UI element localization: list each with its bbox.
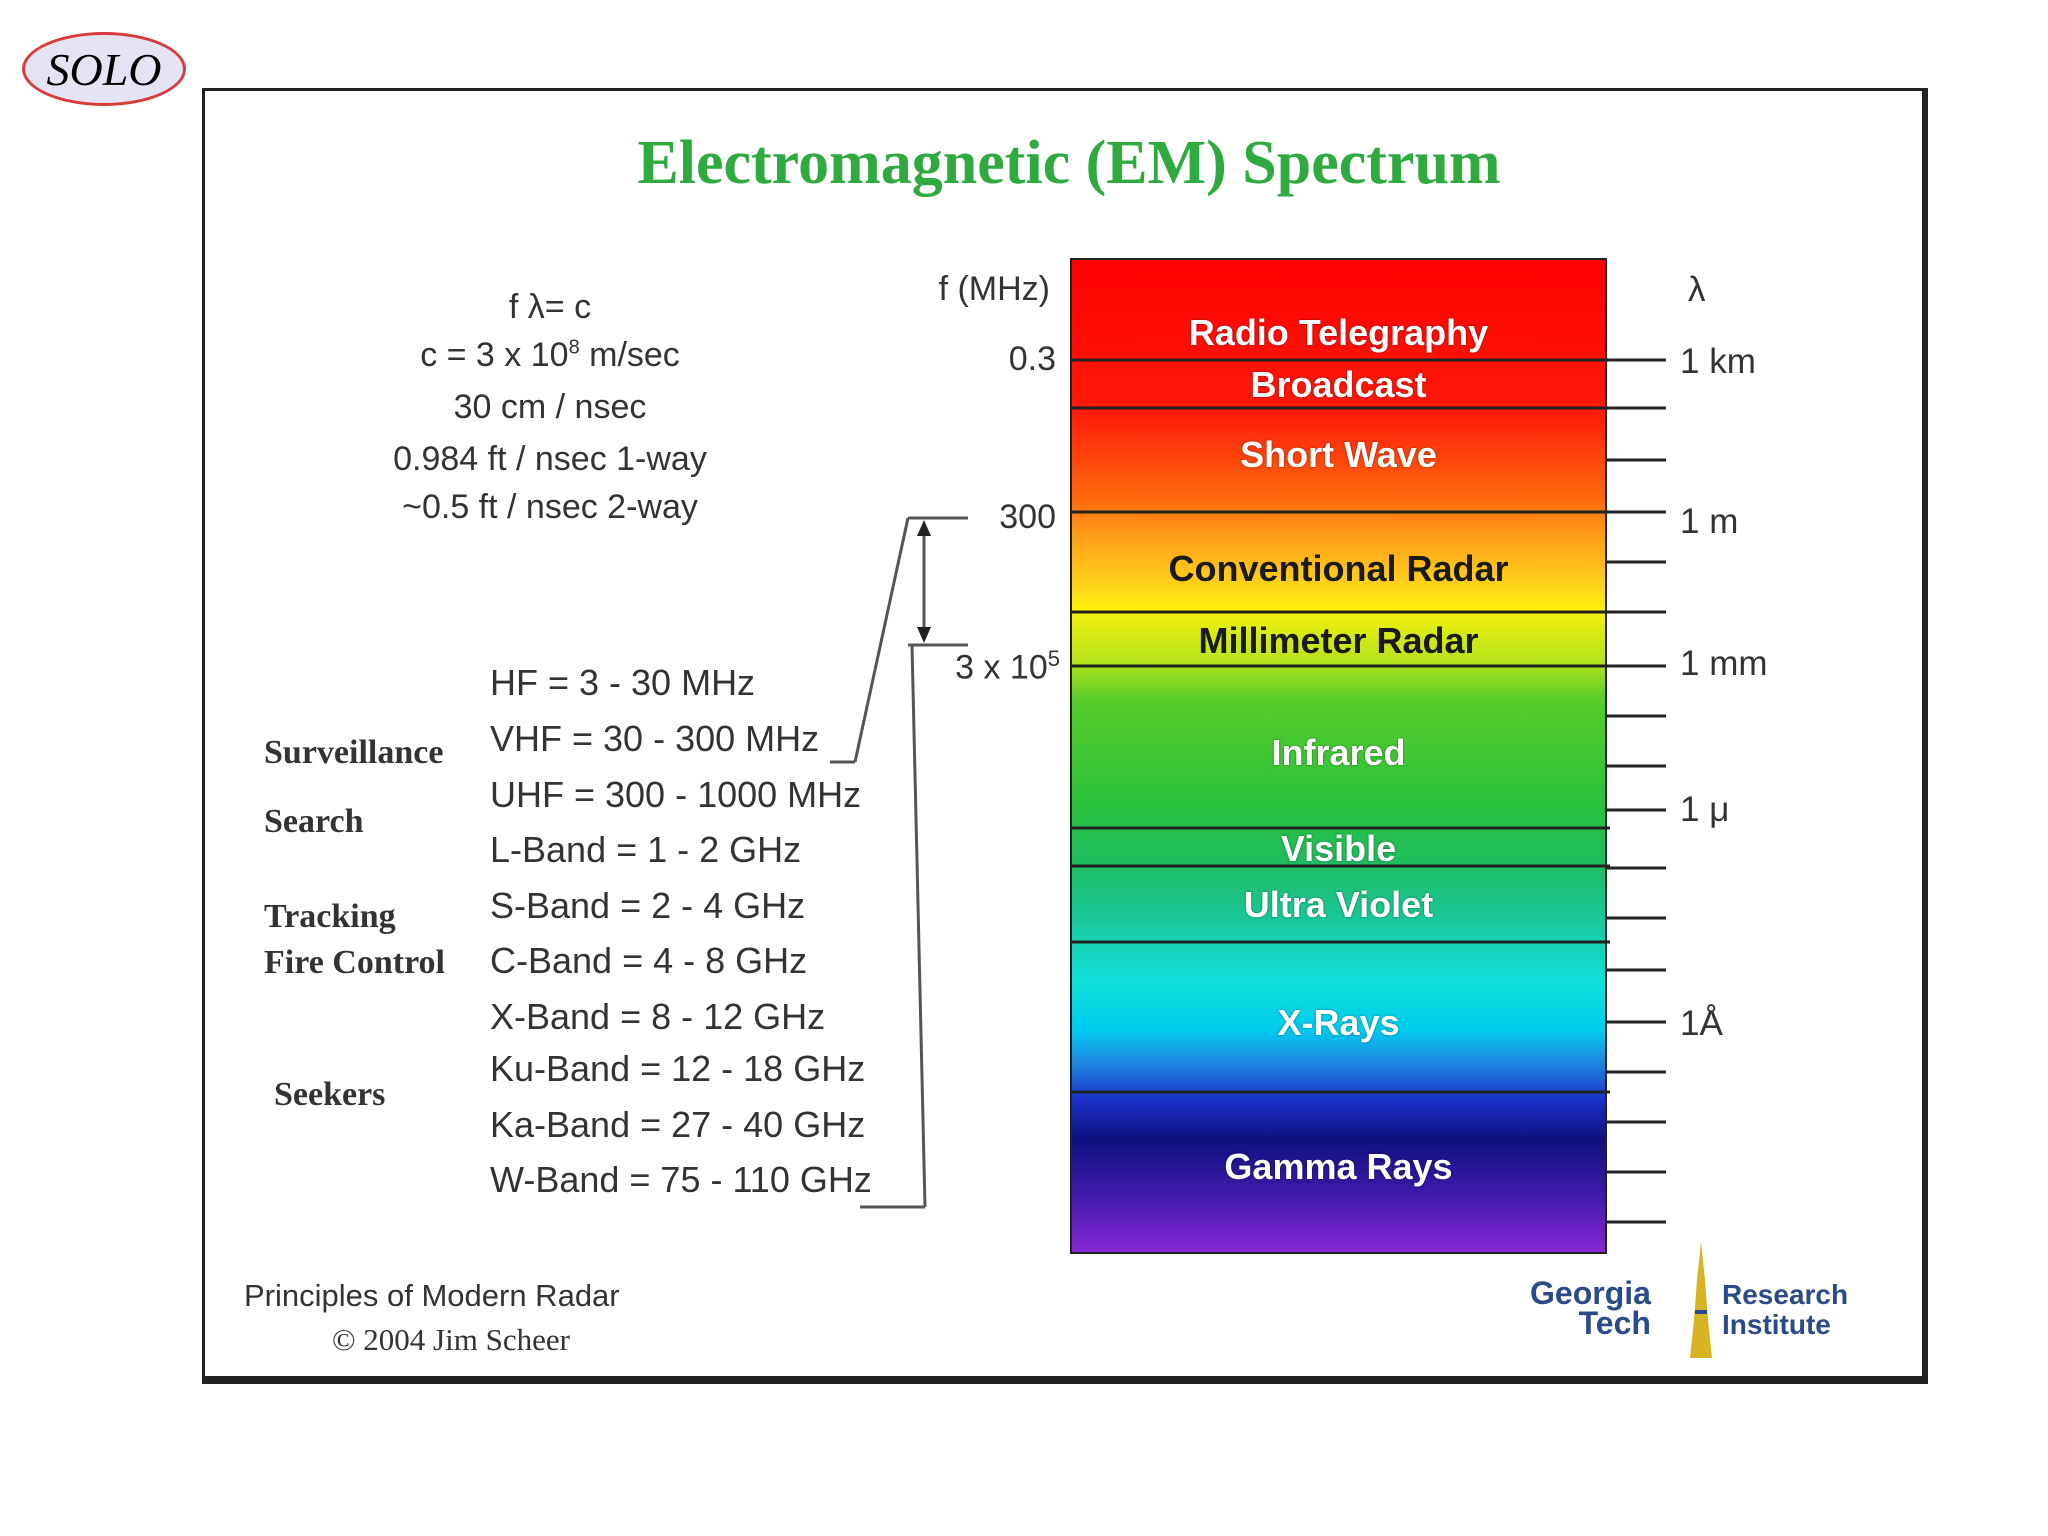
band-label-millimeter-radar: Millimeter Radar <box>1198 620 1479 661</box>
app-fire-control: Fire Control <box>264 944 445 981</box>
frequency-mark-0-3: 0.3 <box>1008 340 1056 378</box>
formula-c-base: c = 3 x 10 <box>420 336 569 374</box>
solo-badge-label: SOLO <box>46 43 162 95</box>
band-c: C-Band = 4 - 8 GHz <box>490 940 808 981</box>
band-ku: Ku-Band = 12 - 18 GHz <box>490 1048 866 1089</box>
formula-ft-one-way: 0.984 ft / nsec 1-way <box>393 440 707 478</box>
formula-speed-of-light: c = 3 x 108 m/sec <box>300 336 800 375</box>
wavelength-mark-m: 1 m <box>1680 502 1739 541</box>
band-label-short-wave: Short Wave <box>1240 434 1437 475</box>
band-label-conventional-radar: Conventional Radar <box>1168 548 1509 589</box>
band-label-infrared: Infrared <box>1271 732 1406 773</box>
formula-wave-equation: f λ= c <box>508 288 592 326</box>
frequency-mark-300: 300 <box>999 498 1056 536</box>
formula-c-unit: m/sec <box>579 336 680 374</box>
slide-frame <box>202 88 1928 1384</box>
formula-cm-per-ns: 30 cm / nsec <box>453 388 647 426</box>
app-surveillance: Surveillance <box>264 734 444 771</box>
band-label-x-rays: X-Rays <box>1277 1002 1400 1043</box>
wavelength-axis-header: λ <box>1688 270 1706 309</box>
band-hf: HF = 3 - 30 MHz <box>490 662 756 703</box>
band-l: L-Band = 1 - 2 GHz <box>490 829 802 870</box>
frequency-mark-3e5: 3 x 105 <box>920 646 1060 687</box>
frequency-mark-3e5-base: 3 x 10 <box>955 648 1048 687</box>
logo-research-institute: Research Institute <box>1722 1280 1848 1340</box>
footer-book-title: Principles of Modern Radar <box>244 1278 620 1313</box>
band-uhf: UHF = 300 - 1000 MHz <box>490 774 862 815</box>
band-label-ultra-violet: Ultra Violet <box>1243 884 1434 925</box>
band-w: W-Band = 75 - 110 GHz <box>490 1159 872 1200</box>
frequency-mark-3e5-exponent: 5 <box>1047 646 1060 671</box>
band-label-gamma-rays: Gamma Rays <box>1224 1146 1453 1187</box>
band-s: S-Band = 2 - 4 GHz <box>490 885 806 926</box>
logo-georgia-text: Georgia <box>1530 1275 1651 1311</box>
solo-badge: SOLO <box>22 32 186 106</box>
band-label-radio-telegraphy: Radio Telegraphy <box>1188 312 1489 353</box>
wavelength-mark-km: 1 km <box>1680 342 1756 381</box>
app-search: Search <box>264 803 364 840</box>
band-x: X-Band = 8 - 12 GHz <box>490 996 826 1037</box>
footer-copyright: © 2004 Jim Scheer <box>332 1322 570 1357</box>
app-seekers: Seekers <box>274 1076 386 1113</box>
wavelength-mark-mm: 1 mm <box>1680 644 1768 683</box>
wavelength-mark-angstrom: 1Å <box>1680 1004 1723 1043</box>
formula-c-exponent: 8 <box>568 336 580 359</box>
band-ka: Ka-Band = 27 - 40 GHz <box>490 1104 866 1145</box>
app-tracking: Tracking <box>264 898 396 935</box>
logo-georgia-tech: Georgia Tech <box>1530 1275 1651 1341</box>
band-label-broadcast: Broadcast <box>1250 364 1427 405</box>
formula-ft-two-way: ~0.5 ft / nsec 2-way <box>402 488 698 526</box>
band-vhf: VHF = 30 - 300 MHz <box>490 718 820 759</box>
spectrum-column <box>1070 258 1607 1254</box>
frequency-axis-header: f (MHz) <box>938 270 1050 308</box>
logo-tech-text: Tech <box>1578 1305 1651 1341</box>
slide-title: Electromagnetic (EM) Spectrum <box>637 129 1501 197</box>
logo-research-text: Research <box>1722 1279 1849 1310</box>
wavelength-mark-micron: 1 μ <box>1680 790 1730 829</box>
logo-tower-icon <box>1690 1242 1712 1358</box>
band-label-visible: Visible <box>1280 828 1397 869</box>
logo-institute-text: Institute <box>1722 1309 1831 1340</box>
